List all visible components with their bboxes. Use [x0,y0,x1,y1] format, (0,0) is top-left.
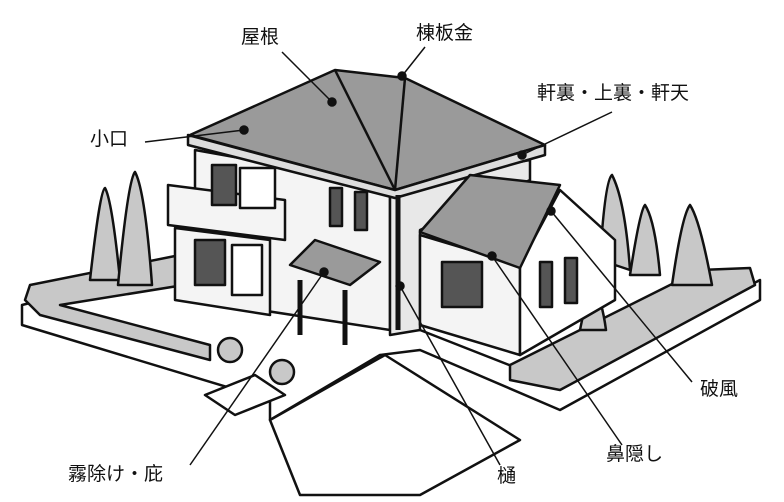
label-ridge-cover: 棟板金 [416,22,474,44]
window [563,256,579,305]
window [230,243,264,297]
window [210,163,238,207]
leader-line-gutter [399,285,501,466]
leader-dot-canopy [319,267,329,277]
tree [88,186,122,282]
label-eaves-soffit: 軒裏・上裏・軒天 [537,82,690,104]
entrance-canopy [288,238,382,287]
tree [670,203,714,287]
annex-roof [418,173,562,270]
tree [628,203,662,277]
window [538,260,554,309]
window [328,186,344,228]
label-gutter: 樋 [497,465,517,487]
leader-line-koguchi [144,129,245,143]
window [440,260,484,309]
steps [203,373,287,417]
leader-line-eaves-soffit [521,111,613,156]
leader-dot-ridge-cover [397,71,407,81]
leader-line-canopy [189,271,325,466]
tree [116,170,154,287]
window [238,166,277,210]
label-canopy: 霧除け・庇 [68,463,164,485]
leader-line-fascia [491,255,623,446]
leader-line-roof [281,51,333,103]
label-koguchi: 小口 [90,128,129,150]
leader-line-bargeboard [550,210,693,383]
window [353,190,369,232]
driveway [268,353,522,497]
window [193,238,227,287]
leader-dot-bargeboard [546,206,556,216]
leader-dot-roof [327,97,337,107]
leader-line-ridge-cover [401,46,426,77]
leader-dot-fascia [487,251,497,261]
label-bargeboard: 破風 [700,378,739,400]
label-roof: 屋根 [241,26,280,48]
leader-dot-gutter [395,281,405,291]
label-fascia: 鼻隠し [606,443,664,465]
leader-dot-eaves-soffit [517,150,527,160]
leader-dot-koguchi [239,125,249,135]
